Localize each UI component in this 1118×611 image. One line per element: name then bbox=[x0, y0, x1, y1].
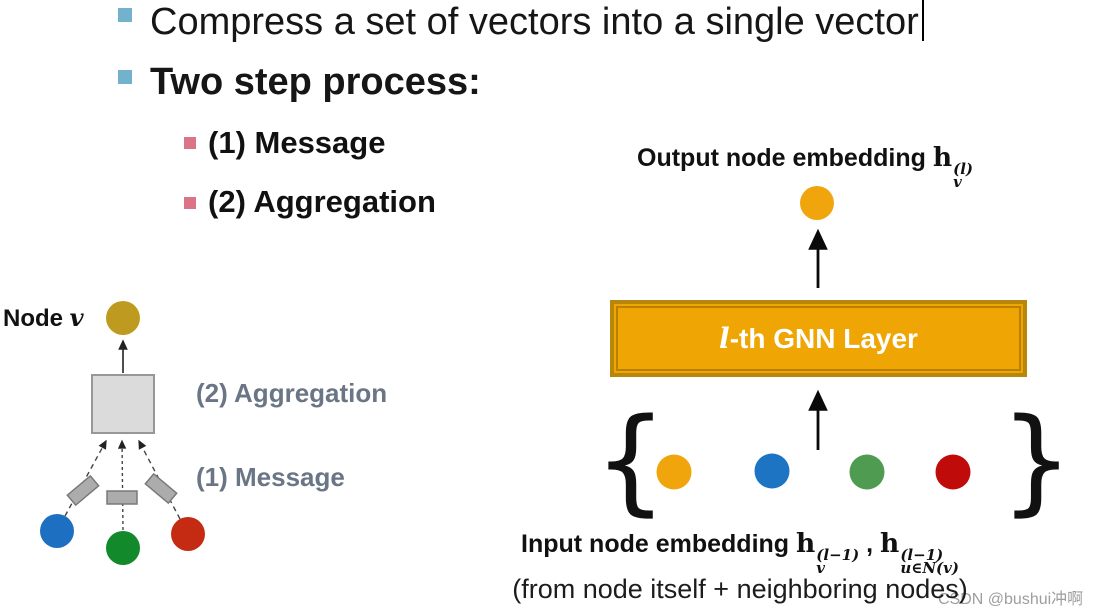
output-formula: h(l)v bbox=[932, 142, 973, 192]
aggregation-box bbox=[91, 374, 155, 434]
bullet-line-1[interactable]: Compress a set of vectors into a single … bbox=[150, 0, 924, 45]
output-node-circle bbox=[800, 186, 834, 220]
left-brace: { bbox=[594, 394, 668, 528]
formula-sup: (l−1) bbox=[900, 545, 944, 564]
message-arrow bbox=[64, 439, 107, 517]
node-v-var: v bbox=[69, 303, 84, 332]
right-brace: } bbox=[1000, 394, 1074, 528]
message-arrow bbox=[138, 439, 181, 520]
formula-sub: u∈N(v) bbox=[900, 559, 959, 578]
gnn-layer-label: l-th GNN Layer bbox=[719, 322, 918, 355]
watermark: CSDN @bushui冲啊 bbox=[938, 591, 1084, 608]
gnn-layer-diagram bbox=[656, 186, 971, 490]
sub-bullet-square-icon bbox=[184, 137, 196, 149]
gnn-layer-box: l-th GNN Layer bbox=[610, 300, 1027, 377]
bullet-line-2: Two step process: bbox=[150, 61, 481, 103]
formula-sup: (l−1) bbox=[816, 545, 860, 564]
message-arrow bbox=[117, 439, 127, 531]
input-node-yellow bbox=[656, 454, 692, 490]
bullet-line-1-text: Compress a set of vectors into a single … bbox=[150, 1, 919, 43]
formula-sub: v bbox=[816, 559, 826, 578]
bullet-square-icon bbox=[118, 8, 132, 22]
message-rect bbox=[66, 474, 100, 507]
neighbor-node-blue bbox=[40, 514, 74, 548]
neighbor-node-red bbox=[171, 517, 205, 551]
input-embedding-label: Input node embedding h(l−1)v , h(l−1)u∈N… bbox=[521, 528, 959, 578]
input-formula-self: h(l−1)v bbox=[796, 528, 860, 578]
message-rect bbox=[144, 472, 178, 505]
node-v-label: Node v bbox=[3, 303, 84, 332]
input-formula-neighbors: h(l−1)u∈N(v) bbox=[880, 528, 959, 578]
neighbor-node-green bbox=[106, 531, 140, 565]
text-cursor bbox=[921, 0, 924, 41]
aggregation-step-label: (2) Aggregation bbox=[196, 378, 388, 408]
formula-sub: v bbox=[953, 173, 962, 192]
message-step-label: (1) Message bbox=[196, 462, 345, 492]
output-embedding-label: Output node embedding h(l)v bbox=[637, 142, 973, 192]
input-node-red bbox=[935, 454, 971, 490]
sub-bullet-square-icon bbox=[184, 197, 196, 209]
formula-sup: (l) bbox=[953, 159, 973, 178]
sub-bullet-2: (2) Aggregation bbox=[208, 184, 436, 219]
input-node-blue bbox=[754, 453, 790, 489]
sub-bullet-1: (1) Message bbox=[208, 125, 386, 160]
message-rect bbox=[106, 490, 138, 505]
bullet-square-icon bbox=[118, 70, 132, 84]
aggregation-diagram bbox=[40, 301, 205, 565]
input-node-green bbox=[849, 454, 885, 490]
node-v-circle bbox=[106, 301, 140, 335]
input-caption: (from node itself + neighboring nodes) bbox=[512, 574, 968, 604]
